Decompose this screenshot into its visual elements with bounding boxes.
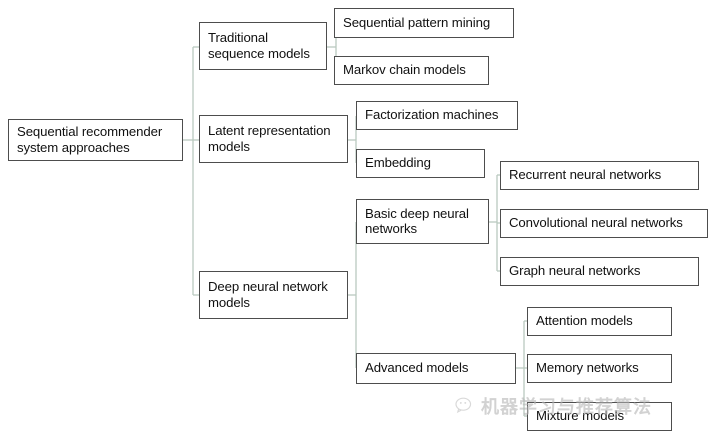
node-basic-deep-neural-networks-label: Basic deep neural networks [365,205,469,236]
node-deep-neural-network-models-label: Deep neural network models [208,279,328,310]
node-factorization-machines[interactable]: Factorization machines [356,101,518,130]
node-embedding[interactable]: Embedding [356,149,485,178]
node-embedding-label: Embedding [365,155,431,171]
node-mixture-models-label: Mixture models [536,408,625,424]
node-traditional-sequence-models[interactable]: Traditional sequence models [199,22,327,70]
node-attention-models-label: Attention models [536,313,633,329]
node-root-label: Sequential recommender system approaches [17,124,163,155]
node-recurrent-neural-networks[interactable]: Recurrent neural networks [500,161,699,190]
node-latent-representation-models-label: Latent representation models [208,123,331,154]
node-root[interactable]: Sequential recommender system approaches [8,119,183,161]
node-memory-networks-label: Memory networks [536,360,639,376]
node-markov-chain-models[interactable]: Markov chain models [334,56,489,85]
node-graph-neural-networks-label: Graph neural networks [509,263,641,279]
node-sequential-pattern-mining[interactable]: Sequential pattern mining [334,8,514,38]
node-markov-chain-models-label: Markov chain models [343,62,466,78]
node-basic-deep-neural-networks[interactable]: Basic deep neural networks [356,199,489,244]
node-recurrent-neural-networks-label: Recurrent neural networks [509,167,662,183]
node-deep-neural-network-models[interactable]: Deep neural network models [199,271,348,319]
node-graph-neural-networks[interactable]: Graph neural networks [500,257,699,286]
node-advanced-models[interactable]: Advanced models [356,353,516,384]
node-traditional-sequence-models-label: Traditional sequence models [208,30,310,61]
node-latent-representation-models[interactable]: Latent representation models [199,115,348,163]
node-attention-models[interactable]: Attention models [527,307,672,336]
node-memory-networks[interactable]: Memory networks [527,354,672,383]
node-factorization-machines-label: Factorization machines [365,107,499,123]
node-sequential-pattern-mining-label: Sequential pattern mining [343,14,491,30]
node-advanced-models-label: Advanced models [365,360,469,376]
node-mixture-models[interactable]: Mixture models [527,402,672,431]
node-convolutional-neural-networks[interactable]: Convolutional neural networks [500,209,708,238]
node-convolutional-neural-networks-label: Convolutional neural networks [509,215,683,231]
